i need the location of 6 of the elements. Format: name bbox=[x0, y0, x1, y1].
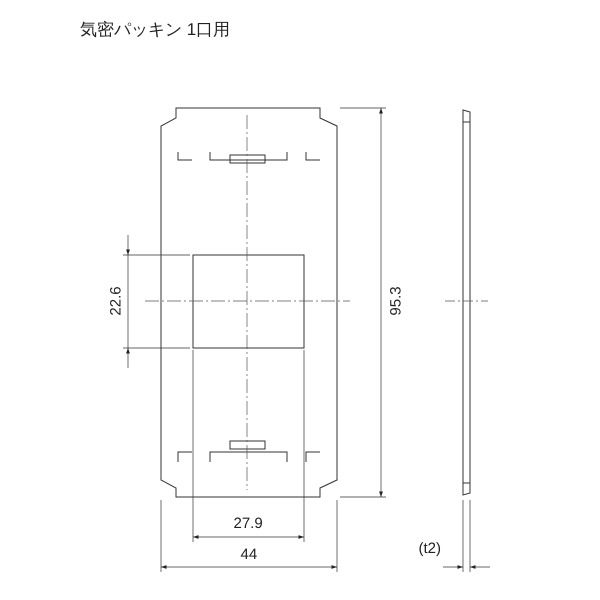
title: 気密パッキン 1口用 bbox=[80, 20, 230, 40]
dimension-label: 27.9 bbox=[234, 516, 263, 532]
dimension-label: (t2) bbox=[418, 541, 441, 557]
dimension-label: 44 bbox=[240, 547, 258, 563]
dimension-label: 95.3 bbox=[388, 286, 404, 316]
dimension-label: 22.6 bbox=[108, 286, 124, 316]
